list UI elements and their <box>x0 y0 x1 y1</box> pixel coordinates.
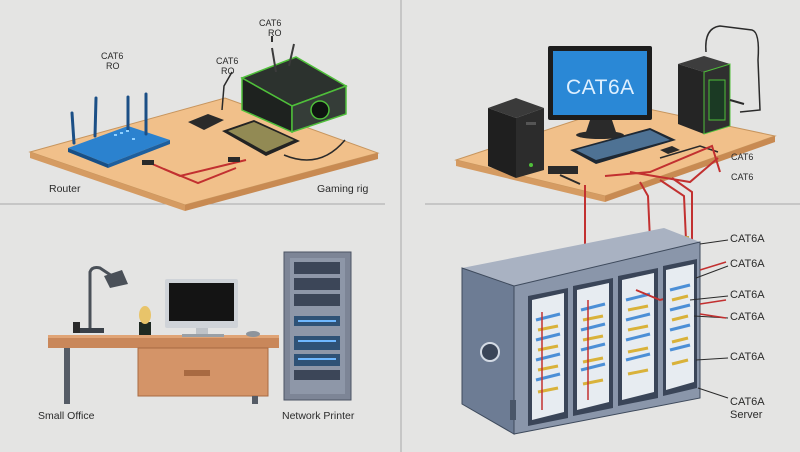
pc-antenna <box>288 43 295 67</box>
office-desk-highlight <box>48 335 279 338</box>
router-icon <box>68 92 170 168</box>
monitor-stand <box>586 120 616 132</box>
desk-lamp-icon <box>80 266 128 333</box>
server-bay <box>618 268 677 406</box>
gaming-rig-caption: Gaming rig <box>317 183 369 195</box>
black-cable <box>729 99 745 105</box>
cable-plug <box>228 157 240 162</box>
desk-leg <box>64 348 70 404</box>
server-cable-label: CAT6A <box>730 258 765 270</box>
pc-antenna <box>271 47 277 73</box>
black-cable <box>283 139 346 161</box>
cable-label: RO <box>106 61 120 71</box>
red-cable <box>629 157 719 184</box>
server-caption: Server <box>730 409 763 421</box>
black-cable <box>221 71 233 111</box>
red-cable <box>639 181 651 241</box>
keyboard-icon <box>222 120 300 156</box>
top-left-scene <box>28 36 380 211</box>
router-antennas <box>70 92 148 145</box>
desktop-tower-icon <box>488 98 544 178</box>
gaming-rig-icon <box>240 43 348 134</box>
tower-front <box>488 108 516 178</box>
server-cable-label: CAT6A <box>730 233 765 245</box>
server-cable-label: CAT6A <box>730 396 765 408</box>
cable-label: CAT6 <box>216 56 239 66</box>
black-cable <box>559 174 581 185</box>
cable-label: RO <box>268 28 282 38</box>
server-top <box>462 228 700 286</box>
router-lights <box>114 130 135 140</box>
tower-front <box>678 64 704 134</box>
pc-tower-green-icon <box>678 56 731 135</box>
router-front <box>68 148 108 168</box>
tower-light <box>529 163 533 167</box>
server-cable-label: CAT6A <box>730 351 765 363</box>
monitor-screen-text: CAT6A <box>566 76 635 99</box>
tower-window <box>708 79 726 121</box>
network-printer-icon <box>283 251 352 401</box>
desk-leg <box>252 396 258 404</box>
monitor-screen <box>553 51 647 115</box>
cable-plug <box>142 160 154 165</box>
monitor-icon <box>548 46 652 139</box>
cable-label: CAT6 <box>101 51 124 61</box>
bottom-left-scene <box>48 251 352 404</box>
server-cable-label: CAT6A <box>730 289 765 301</box>
office-monitor-icon <box>165 279 238 337</box>
server-cable-label: CAT6A <box>730 311 765 323</box>
router-top <box>68 126 170 164</box>
keyboard-keys <box>576 130 670 160</box>
drawer-handle <box>184 370 210 376</box>
plant-icon <box>139 306 151 335</box>
pc-fan-icon <box>310 100 330 120</box>
desk-edge-right <box>605 136 775 202</box>
monitor-base <box>576 131 624 139</box>
red-cable <box>699 261 727 319</box>
server-bay <box>573 278 613 416</box>
vent-icon <box>510 400 516 420</box>
server-rack-icon <box>461 228 701 435</box>
black-cable <box>705 25 761 113</box>
cable-label: CAT6 <box>259 18 282 28</box>
router-side <box>108 140 170 168</box>
red-cable <box>163 167 237 185</box>
mouse-icon <box>188 114 224 130</box>
red-cable <box>659 179 687 241</box>
switch-device <box>548 166 578 174</box>
desk-edge-left <box>456 160 605 202</box>
cable-label: CAT6 <box>731 152 754 162</box>
office-desk-top <box>48 335 279 348</box>
tower-side <box>516 108 544 178</box>
network-printer-caption: Network Printer <box>282 410 355 422</box>
router-caption: Router <box>49 183 81 195</box>
cable-label: CAT6 <box>731 172 754 182</box>
small-office-caption: Small Office <box>38 410 95 422</box>
pen-holder-icon <box>73 322 80 333</box>
tower-drive <box>526 122 536 125</box>
cable-label: RO <box>221 66 235 76</box>
lock-icon <box>480 342 500 362</box>
mouse-icon <box>660 146 680 154</box>
phone-icon <box>246 331 260 337</box>
server-bay <box>528 288 568 426</box>
keyboard-keys <box>228 122 294 152</box>
black-cable <box>659 145 719 159</box>
desk-edge-left <box>30 152 185 211</box>
server-bay <box>663 259 697 396</box>
desk-edge-right <box>185 153 378 211</box>
bottom-right-scene <box>461 228 729 435</box>
red-cable <box>671 177 693 240</box>
top-right-scene <box>454 25 777 256</box>
